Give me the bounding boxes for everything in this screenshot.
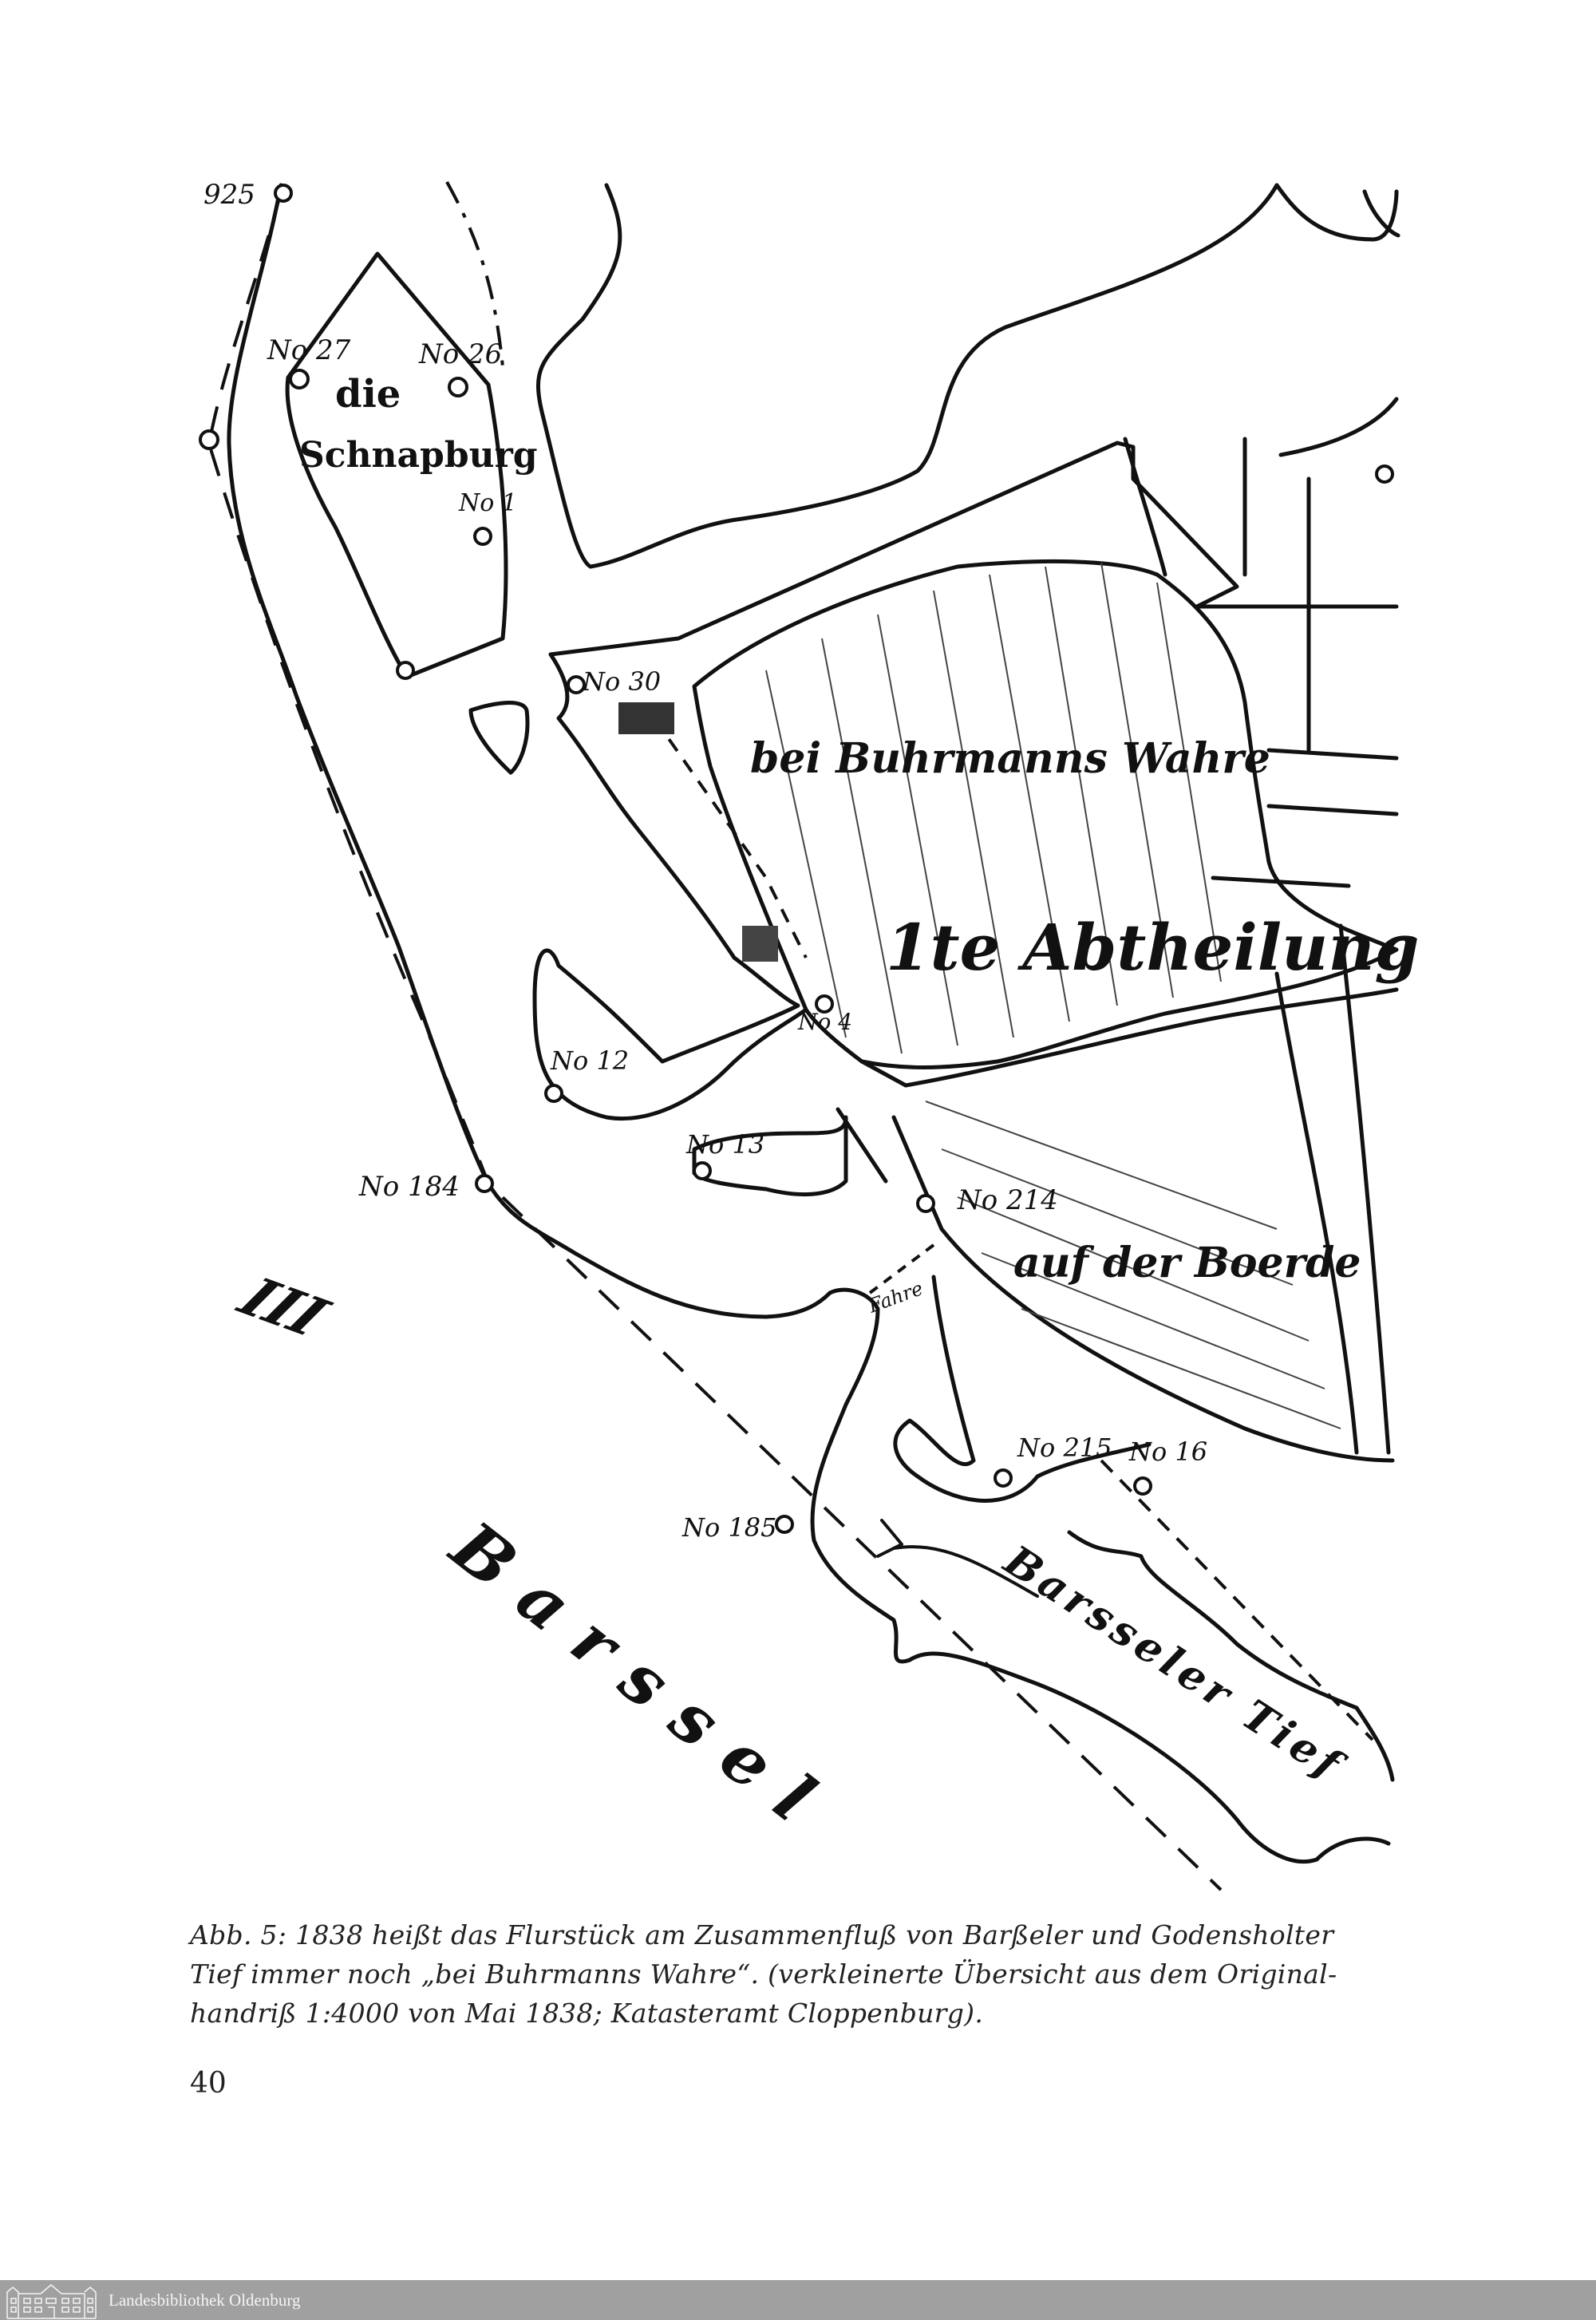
caption-line: Abb. 5: 1838 heißt das Flurstück am Zusa… xyxy=(190,1919,1334,1950)
upper-river-bank xyxy=(535,183,1279,569)
island-schnapburg xyxy=(285,251,508,679)
map-label-abtheilung: 1te Abtheilung xyxy=(886,910,1419,985)
library-footer-bar: Landesbibliothek Oldenburg xyxy=(0,2280,1596,2320)
dashed-boundary-upper xyxy=(445,181,504,368)
map-label-214: No 214 xyxy=(957,1184,1058,1216)
lower-river-bank xyxy=(810,1287,1391,1864)
map-label-die: die xyxy=(335,372,401,417)
map-label-fahre: Fahre xyxy=(865,1277,926,1318)
field-buhrmanns-wahre xyxy=(692,559,1399,1069)
map-label-roman-iii: III xyxy=(221,1269,346,1346)
dashed-boundary-left xyxy=(207,192,1223,1891)
land-block xyxy=(548,441,1399,657)
library-name: Landesbibliothek Oldenburg xyxy=(109,2290,301,2310)
map-label-27: No 27 xyxy=(267,334,351,366)
map-label-16: No 16 xyxy=(1128,1437,1207,1467)
map-label-1: No 1 xyxy=(458,489,517,517)
map-label-925: 925 xyxy=(203,179,255,211)
map-label-30: No 30 xyxy=(582,666,661,697)
map-label-12: No 12 xyxy=(550,1045,629,1076)
map-label-26: No 26 xyxy=(418,338,502,370)
library-building-logo xyxy=(6,2284,97,2319)
map-label-barssel: Barssel xyxy=(435,1506,848,1854)
page-number: 40 xyxy=(190,2067,227,2100)
caption-line: Tief immer noch „bei Buhrmanns Wahre“. (… xyxy=(190,1958,1337,1990)
caption-line: handriß 1:4000 von Mai 1838; Katasteramt… xyxy=(190,1998,984,2029)
figure-caption: Abb. 5: 1838 heißt das Flurstück am Zusa… xyxy=(190,1915,1419,2033)
map-label-185: No 185 xyxy=(681,1512,777,1543)
map-label-4: No 4 xyxy=(797,1009,852,1035)
map-label-buhrmanns-wahre: bei Buhrmanns Wahre xyxy=(750,734,1270,783)
map-label-boerde: auf der Boerde xyxy=(1013,1239,1361,1287)
map-label-184: No 184 xyxy=(358,1171,460,1203)
left-river-bank xyxy=(227,183,832,1319)
map-label-13: No 13 xyxy=(685,1129,764,1160)
map-label-215: No 215 xyxy=(1017,1433,1112,1463)
map-label-schnapburg: Schnapburg xyxy=(299,435,538,476)
